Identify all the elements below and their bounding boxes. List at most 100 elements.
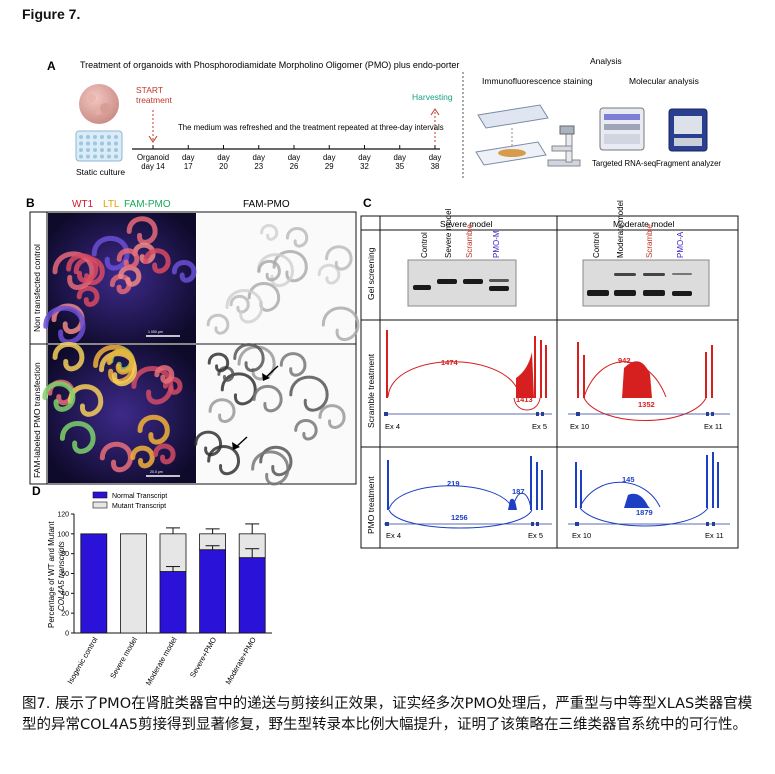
ex11-pmo: Ex 11 bbox=[705, 531, 724, 540]
bar-normal bbox=[199, 549, 227, 634]
tubule-structure bbox=[126, 216, 158, 245]
tubule-structure bbox=[247, 282, 281, 312]
scale-label-1: 1 000 μm bbox=[148, 330, 163, 334]
arc-pmo-moderate-2 bbox=[579, 507, 709, 527]
tubule-structure bbox=[321, 306, 360, 341]
timeline-label-bottom: 23 bbox=[254, 162, 263, 171]
timeline-label-top: day bbox=[393, 153, 406, 162]
sashimi-scramble-moderate bbox=[577, 342, 713, 398]
timeline-label-bottom: 20 bbox=[219, 162, 228, 171]
arc-scramble-moderate-1 bbox=[583, 361, 667, 398]
sashimi-pmo-moderate bbox=[575, 452, 719, 508]
tubule-structure bbox=[67, 384, 104, 417]
tubule-structure bbox=[116, 248, 140, 270]
frag-label: Fragment analyzer bbox=[656, 159, 721, 168]
junction-145: 145 bbox=[622, 475, 635, 484]
lane-moderate-model: Moderate model bbox=[616, 200, 625, 258]
timeline-label-top: day bbox=[288, 153, 301, 162]
tubule-structure bbox=[318, 404, 346, 429]
panel-c-letter: C bbox=[363, 196, 372, 210]
col-moderate: Moderate model bbox=[613, 219, 675, 229]
col-severe: Severe model bbox=[440, 219, 493, 229]
tubule-structure bbox=[194, 430, 223, 457]
tubule-structure bbox=[137, 414, 170, 445]
junction-219: 219 bbox=[447, 479, 460, 488]
y-tick-label: 60 bbox=[61, 571, 69, 578]
harvest-arrow-head bbox=[430, 108, 440, 116]
figure-caption: 图7. 展示了PMO在肾脏类器官中的递送与剪接纠正效果，证实经多次PMO处理后，… bbox=[22, 696, 753, 733]
y-axis-label-2: COL4A5 transcripts bbox=[57, 541, 66, 611]
start-arrow-head bbox=[148, 135, 158, 143]
static-culture-label: Static culture bbox=[76, 167, 125, 177]
ex4-scramble: Ex 4 bbox=[385, 422, 400, 431]
row-scramble: Scramble treatment bbox=[366, 353, 376, 428]
tubule-structure bbox=[289, 375, 329, 412]
famPMO-structures-transfected bbox=[194, 343, 346, 486]
ex5-pmo: Ex 5 bbox=[528, 531, 543, 540]
tubule-structure bbox=[317, 263, 341, 285]
tubule-structure bbox=[76, 285, 100, 307]
timeline-label-top: Organoid bbox=[137, 153, 169, 162]
panel-c-frame bbox=[360, 215, 739, 549]
ex11-scramble: Ex 11 bbox=[704, 422, 723, 431]
junction-1256: 1256 bbox=[451, 513, 468, 522]
lane-moderate-pmo: PMO-A bbox=[676, 231, 685, 258]
tubule-structure bbox=[207, 352, 230, 373]
fluor-structures-control bbox=[43, 216, 197, 345]
y-axis-label-1: Percentage of WT and Mutant bbox=[47, 521, 56, 628]
bar-normal bbox=[159, 571, 187, 634]
tubule-structure bbox=[257, 259, 281, 282]
row1-label: Non transfected control bbox=[32, 244, 42, 332]
tubule-structure bbox=[325, 245, 353, 271]
arc-pmo-severe-1 bbox=[388, 485, 514, 510]
arrow-1-head bbox=[262, 373, 270, 381]
panel-d-letter: D bbox=[32, 484, 41, 498]
tubule-structure bbox=[207, 445, 241, 476]
microscope-slide-icon bbox=[475, 104, 549, 166]
figure-label: Figure 7. bbox=[22, 6, 81, 22]
legend-label: Mutant Transcript bbox=[112, 503, 166, 510]
junction-1352: 1352 bbox=[638, 400, 655, 409]
panel-a-letter: A bbox=[47, 59, 56, 73]
timeline-label-bottom: 35 bbox=[395, 162, 404, 171]
tubule-structure bbox=[233, 343, 265, 372]
arc-pmo-severe-3 bbox=[388, 509, 533, 529]
ex4-pmo: Ex 4 bbox=[386, 531, 401, 540]
figure-canvas: A Treatment of organoids with Phosphorod… bbox=[26, 56, 739, 687]
y-tick-label: 20 bbox=[61, 611, 69, 618]
gel-moderate bbox=[582, 259, 710, 307]
timeline-label-top: day bbox=[182, 153, 195, 162]
junction-942: 942 bbox=[618, 356, 631, 365]
analysis-title: Analysis bbox=[590, 56, 622, 66]
y-tick-label: 100 bbox=[57, 531, 69, 538]
gel-severe-bands bbox=[413, 279, 509, 291]
arc-scramble-severe-1 bbox=[387, 361, 521, 398]
timeline-label-bottom: 38 bbox=[431, 162, 440, 171]
timeline-label-top: day bbox=[323, 153, 336, 162]
tubule-structure bbox=[285, 227, 309, 248]
tubule-structure bbox=[52, 251, 95, 290]
tubule-structure bbox=[220, 372, 257, 406]
tubule-structure bbox=[59, 421, 96, 454]
tubule-structure bbox=[52, 341, 85, 372]
tubule-structure bbox=[91, 236, 130, 271]
lane-severe-model: Severe model bbox=[444, 208, 453, 258]
scale-label-2: 20.0 μm bbox=[150, 470, 163, 474]
famPMO-structures-control bbox=[206, 224, 360, 341]
tubule-structure bbox=[130, 445, 155, 469]
row2-label: FAM-labeled PMO transfection bbox=[32, 362, 42, 478]
tubule-structure bbox=[43, 305, 86, 345]
timeline-label-top: day bbox=[429, 153, 442, 162]
junction-1879: 1879 bbox=[636, 508, 653, 517]
y-tick-label: 80 bbox=[61, 551, 69, 558]
arc-pmo-severe-2 bbox=[512, 492, 532, 510]
arrow-2-head bbox=[232, 442, 240, 450]
tubule-structure bbox=[237, 345, 276, 381]
tubule-structure bbox=[208, 398, 236, 423]
lane-severe-scramble: Scramble bbox=[465, 224, 474, 258]
tubule-structure bbox=[206, 313, 230, 335]
row-pmo: PMO treatment bbox=[366, 476, 376, 534]
organoid-icon bbox=[79, 84, 119, 124]
timeline-label-top: day bbox=[358, 153, 371, 162]
tubule-structure bbox=[294, 418, 318, 441]
